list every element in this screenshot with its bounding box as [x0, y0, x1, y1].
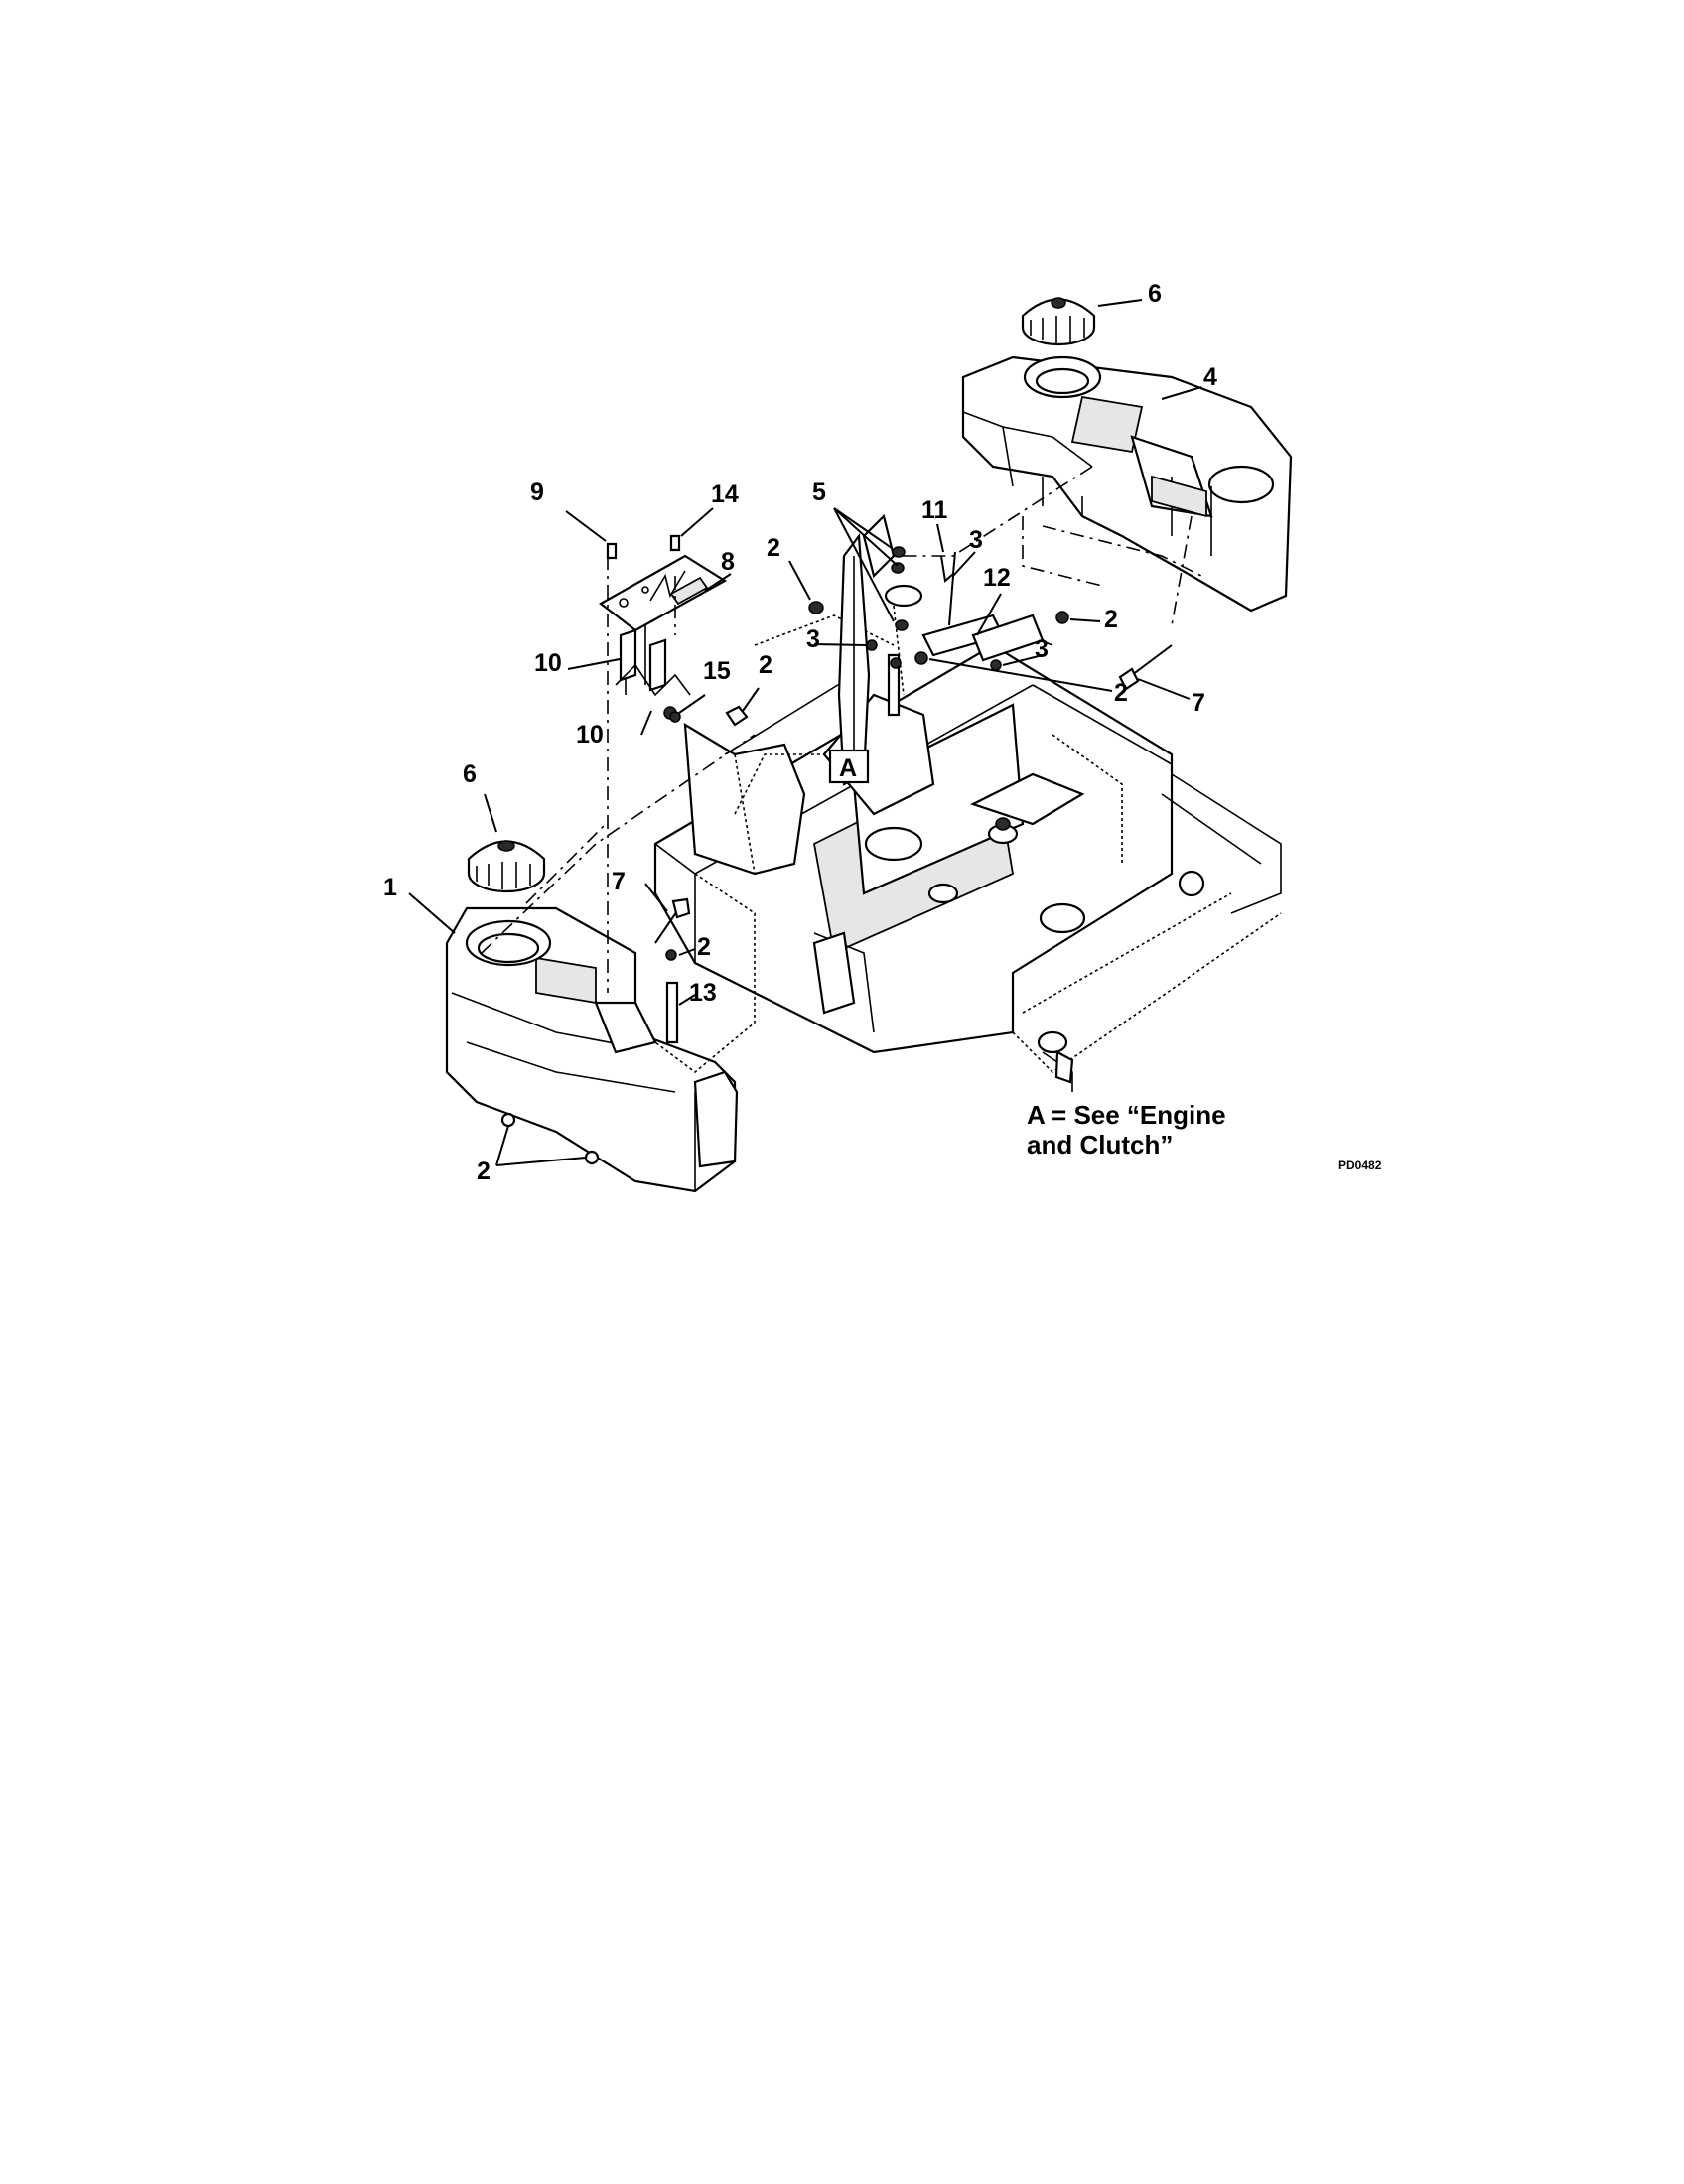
- callout-12: 12: [983, 564, 1011, 592]
- callout-15: 15: [703, 657, 731, 685]
- callout-6-left: 6: [463, 760, 477, 788]
- callout-10-upper: 10: [534, 649, 562, 677]
- left-fuel-tank: [445, 906, 739, 1193]
- callout-2-bottom: 2: [477, 1158, 491, 1185]
- switch-assembly: [615, 628, 691, 720]
- callout-7-left: 7: [612, 868, 626, 895]
- callout-3-right: 3: [1035, 635, 1049, 663]
- callout-13: 13: [689, 979, 717, 1007]
- callout-14: 14: [711, 480, 739, 508]
- callout-numbers: 1 6 6 4 9 14 8 10 10 15 2 2 3 5 11 3 12 …: [383, 280, 1217, 1185]
- front-bracket: [683, 614, 935, 876]
- callout-11: 11: [921, 496, 948, 524]
- note-line-1: A = See “Engine: [1027, 1100, 1226, 1130]
- callout-7-right: 7: [1192, 689, 1205, 717]
- drawing-code: PD0482: [1338, 1159, 1382, 1172]
- callout-4: 4: [1203, 363, 1217, 391]
- reference-box-a: A: [828, 749, 870, 784]
- reference-box-label: A: [839, 754, 857, 782]
- callout-9: 9: [530, 478, 544, 506]
- callout-6-right: 6: [1148, 280, 1162, 308]
- callout-2-right: 2: [1104, 606, 1118, 633]
- right-fuel-tank: [961, 355, 1293, 613]
- hardware: [500, 534, 1173, 1165]
- assembly-lines: [481, 466, 1202, 1074]
- callout-1: 1: [383, 874, 397, 901]
- callout-8: 8: [721, 548, 735, 576]
- right-fuel-cap: [1021, 297, 1096, 346]
- left-fuel-cap: [467, 840, 546, 893]
- callout-3-left: 3: [806, 625, 820, 653]
- callout-3-low: 2: [697, 933, 711, 961]
- callout-5: 5: [812, 478, 826, 506]
- callout-3-upper: 3: [969, 526, 983, 554]
- control-plate: [599, 554, 728, 695]
- note-line-2: and Clutch”: [1027, 1130, 1173, 1160]
- callout-2-mid: 2: [759, 651, 772, 679]
- chassis-frame: [653, 643, 1282, 1092]
- callout-2-upper: 2: [767, 534, 780, 562]
- reference-note: A = See “Engine and Clutch”: [1027, 1100, 1226, 1160]
- callout-10-lower: 10: [576, 721, 604, 749]
- callout-2-lower-right: 2: [1114, 679, 1128, 707]
- leader-lines: [408, 299, 1202, 1166]
